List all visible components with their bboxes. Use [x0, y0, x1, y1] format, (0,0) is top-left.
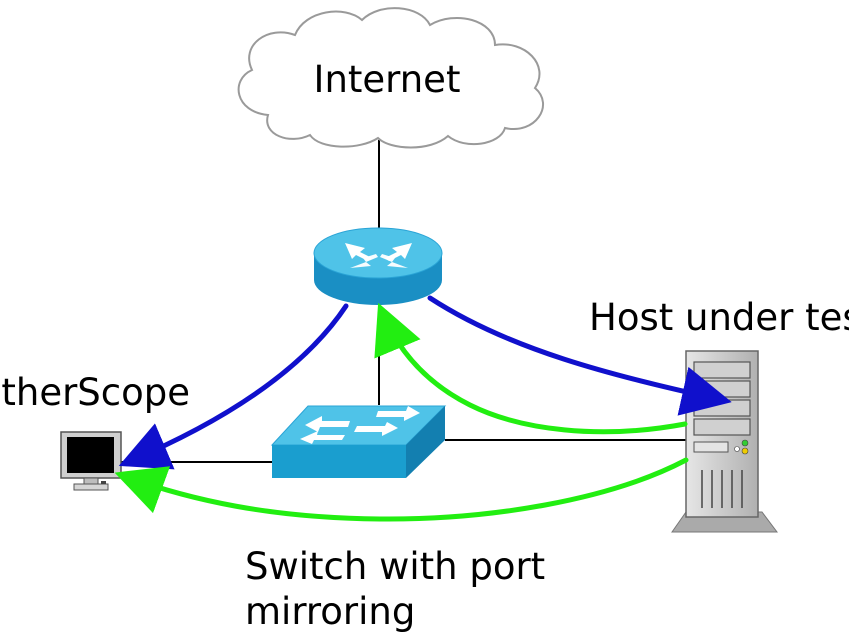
internet-cloud: Internet: [237, 7, 545, 149]
etherscope-device: EtherScope: [0, 371, 190, 491]
server-icon: [671, 350, 778, 533]
etherscope-label: EtherScope: [0, 371, 190, 414]
host-server: Host under test: [589, 296, 849, 533]
mirrored-copy-host-to-etherscope: [114, 457, 689, 522]
monitor-icon: [60, 431, 122, 491]
switch-icon: [270, 405, 447, 478]
switch-label-line1: Switch with port: [245, 545, 545, 588]
host-label: Host under test: [589, 296, 849, 339]
switch: [270, 405, 447, 478]
router-icon: [313, 227, 443, 305]
direct-traffic-router-to-host: [427, 295, 732, 416]
mirrored-copy-router-to-etherscope: [118, 303, 349, 470]
router: [313, 227, 443, 305]
direct-traffic-host-to-router: [374, 302, 688, 435]
internet-label: Internet: [314, 58, 461, 101]
switch-label-line2: mirroring: [245, 590, 415, 633]
cloud-icon: [237, 7, 545, 149]
